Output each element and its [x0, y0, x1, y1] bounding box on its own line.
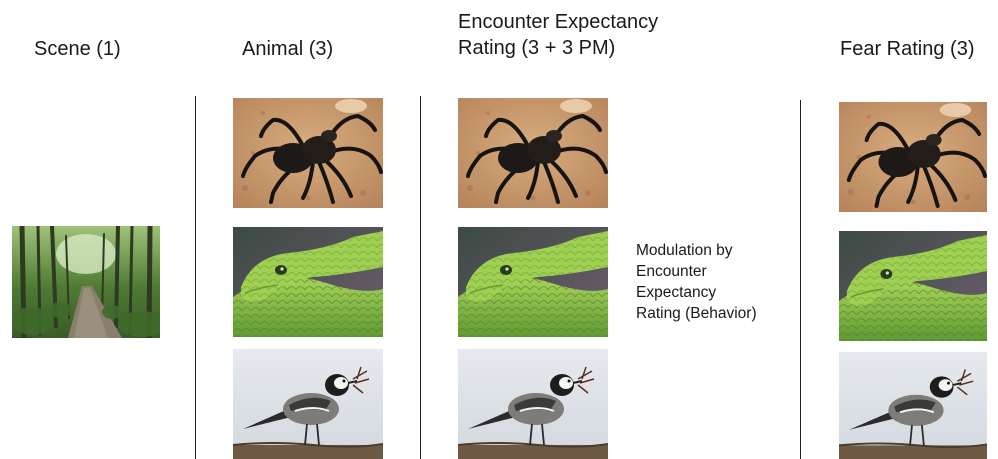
scene-forest-image — [12, 226, 160, 338]
header-expectancy-line1: Encounter Expectancy — [458, 9, 658, 35]
modulation-line3: Expectancy — [636, 282, 757, 303]
divider-2 — [420, 96, 421, 459]
expectancy-spider-image — [458, 98, 608, 208]
header-animal: Animal (3) — [242, 36, 333, 62]
animal-bird-image — [233, 349, 383, 459]
header-scene: Scene (1) — [34, 36, 121, 62]
modulation-line1: Modulation by — [636, 240, 757, 261]
fear-bird-image — [839, 352, 987, 459]
expectancy-snake-image — [458, 227, 608, 337]
header-fear: Fear Rating (3) — [840, 36, 975, 62]
modulation-line4: Rating (Behavior) — [636, 303, 757, 324]
expectancy-bird-image — [458, 349, 608, 459]
fear-spider-image — [839, 102, 987, 212]
divider-3 — [800, 100, 801, 459]
animal-spider-image — [233, 98, 383, 208]
animal-snake-image — [233, 227, 383, 337]
divider-1 — [195, 96, 196, 459]
modulation-line2: Encounter — [636, 261, 757, 282]
fear-snake-image — [839, 231, 987, 341]
modulation-label: Modulation by Encounter Expectancy Ratin… — [636, 240, 757, 324]
header-expectancy-line2: Rating (3 + 3 PM) — [458, 35, 615, 61]
